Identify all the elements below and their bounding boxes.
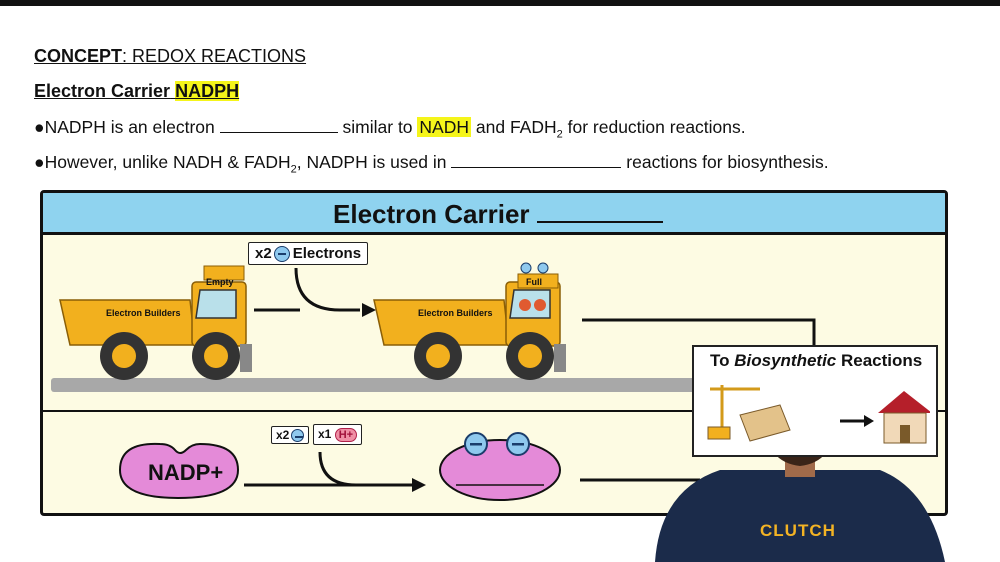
diagram-title: Electron Carrier (333, 199, 663, 230)
nadp-shape (118, 442, 240, 500)
bullet-1: ●NADPH is an electron similar to NADH an… (34, 117, 746, 141)
nadph-highlight: NADPH (175, 81, 240, 101)
x2-electrons-label: x2 (271, 426, 310, 445)
blank-3 (536, 201, 663, 223)
truck2-body-label: Electron Builders (418, 308, 493, 318)
diagram-divider (43, 410, 945, 412)
electron-icon (291, 429, 305, 443)
truck1-body-label: Electron Builders (106, 308, 181, 318)
truck1-sign: Empty (206, 277, 234, 287)
blank-1 (219, 117, 338, 133)
top-border (0, 0, 1000, 6)
road (51, 378, 751, 392)
concept-heading: CONCEPT: REDOX REACTIONS (34, 46, 307, 66)
construction-house-icon (707, 385, 930, 444)
biosynthetic-title: To Biosynthetic Reactions (710, 351, 923, 370)
biosynthetic-box: To Biosynthetic Reactions (692, 345, 938, 457)
electron-icon (273, 246, 290, 263)
diagram-header: Electron Carrier (43, 193, 945, 235)
dump-truck-full-icon (373, 262, 566, 380)
proton-icon: H+ (334, 427, 358, 442)
truck2-sign: Full (526, 277, 542, 287)
shirt-logo: CLUTCH (760, 521, 836, 540)
dump-truck-empty-icon (59, 265, 252, 380)
nadph-shape (439, 439, 561, 501)
bullet-2: ●However, unlike NADH & FADH2, NADPH is … (34, 152, 829, 176)
nadh-highlight: NADH (417, 117, 472, 137)
arrow-head (362, 303, 376, 317)
blank-2 (451, 152, 622, 168)
electron-transfer-arrow (294, 267, 360, 312)
nadp-label: NADP+ (148, 460, 224, 485)
subtitle: Electron Carrier NADPH (34, 81, 240, 101)
x1-proton-label: x1 H+ (313, 424, 363, 445)
